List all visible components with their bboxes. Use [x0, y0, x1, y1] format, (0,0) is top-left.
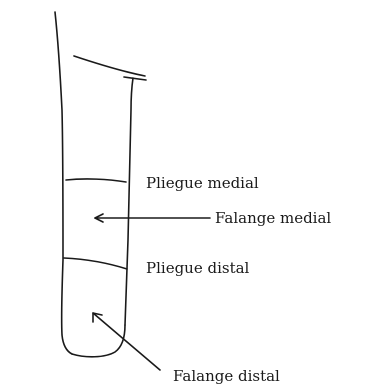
falange-distal-arrow-line [93, 313, 160, 370]
fingertip-edge [72, 325, 125, 357]
finger-left-edge [55, 12, 72, 354]
medial-crease [66, 179, 126, 182]
falange-distal-label: Falange distal [173, 369, 280, 384]
top-crease [74, 56, 145, 76]
distal-crease [64, 258, 127, 269]
falange-medial-label: Falange medial [215, 211, 331, 226]
pliegue-distal-label: Pliegue distal [146, 261, 249, 276]
top-crease-tick [124, 77, 146, 80]
pliegue-medial-label: Pliegue medial [146, 176, 259, 191]
finger-right-edge [125, 78, 133, 325]
